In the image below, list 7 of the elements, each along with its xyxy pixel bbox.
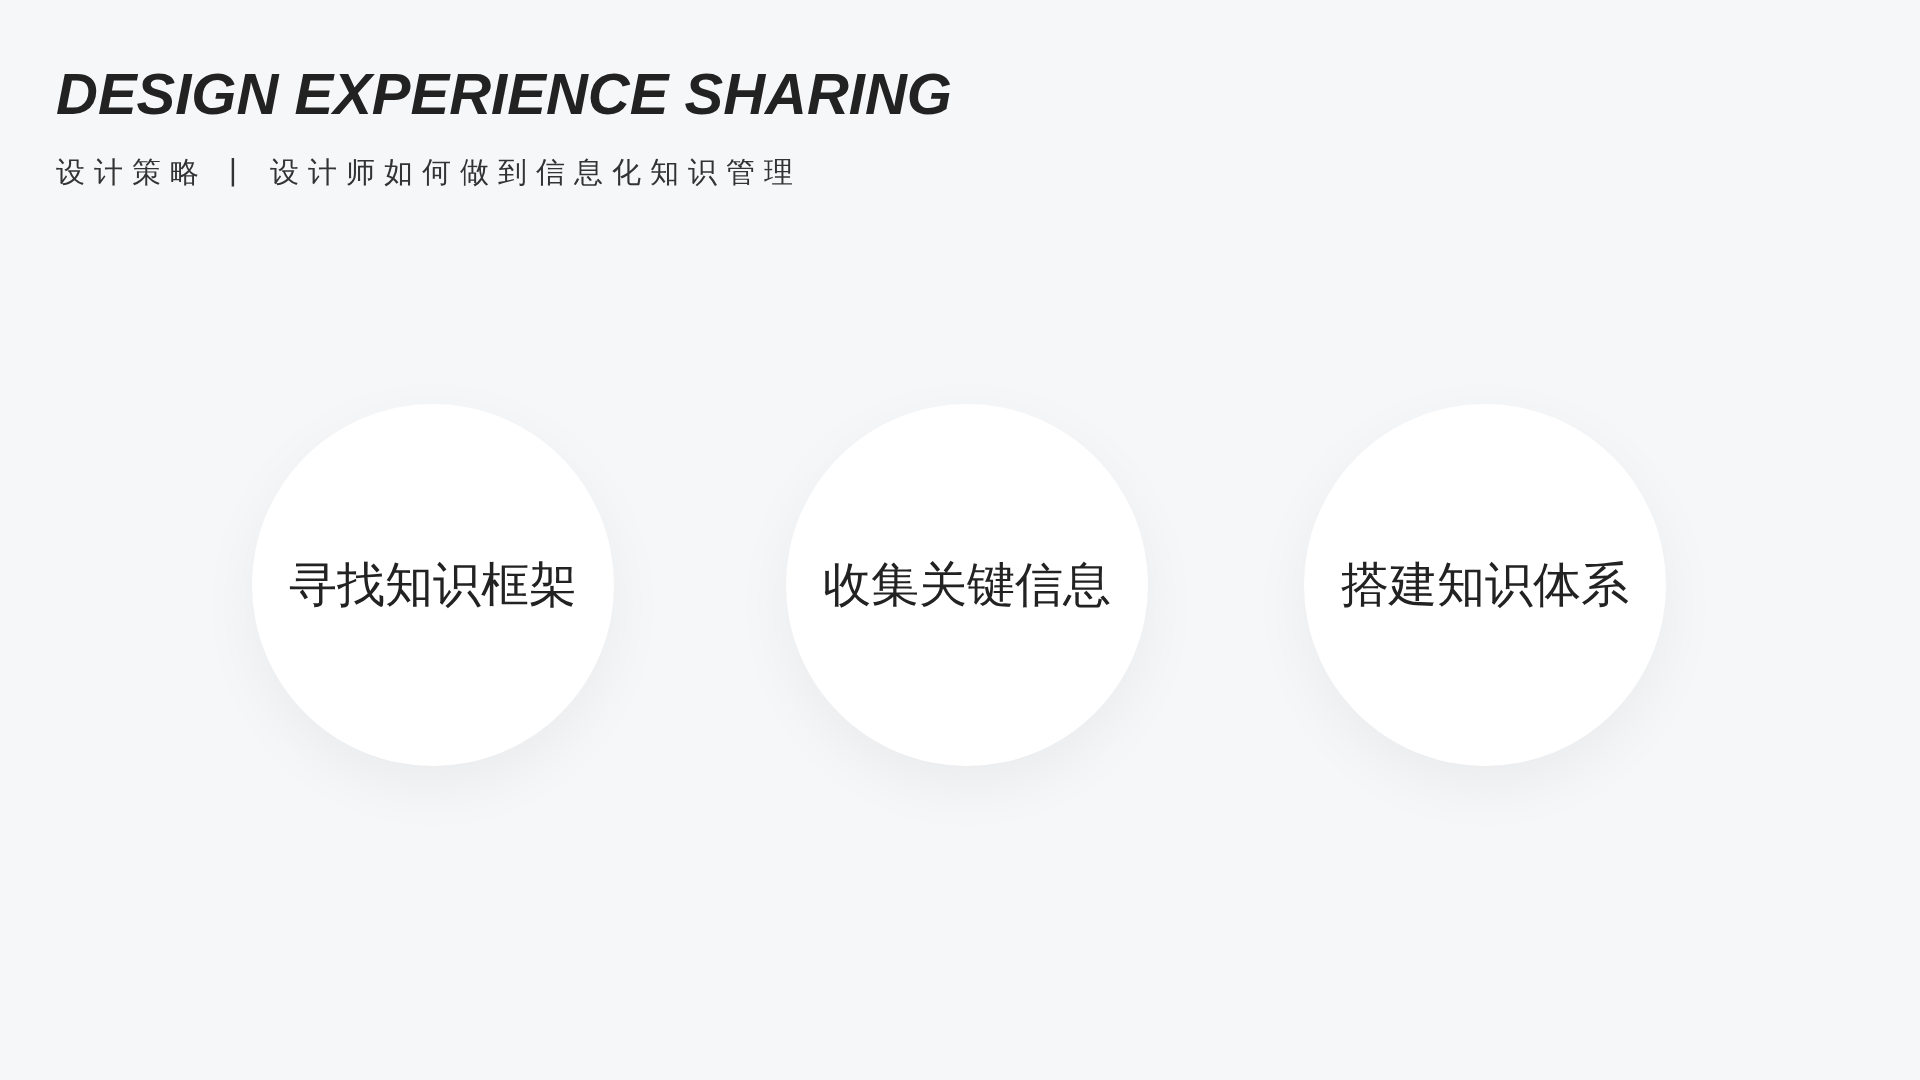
page-title: DESIGN EXPERIENCE SHARING [56, 60, 952, 127]
subtitle: 设计策略 [56, 154, 208, 191]
subtitle: 设计师如何做到信息化知识管理 [270, 154, 802, 191]
step-label: 搭建知识体系 [1341, 555, 1629, 614]
separator: | [228, 153, 247, 187]
step-label: 寻找知识框架 [289, 555, 577, 614]
step-label: 收集关键信息 [823, 555, 1111, 614]
